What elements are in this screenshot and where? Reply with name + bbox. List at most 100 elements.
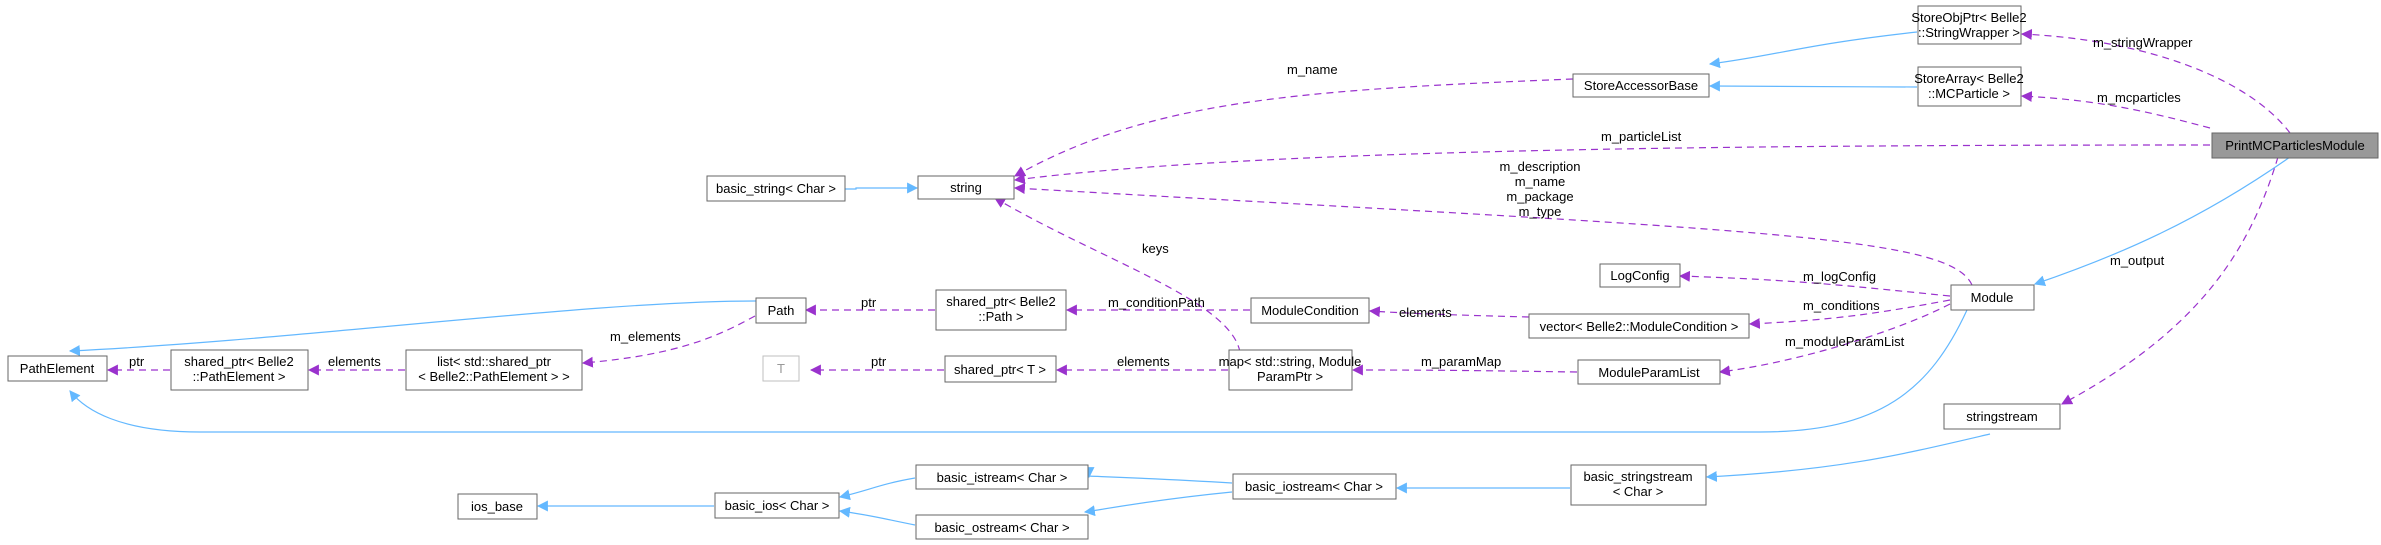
label-line: basic_istream< Char >	[937, 470, 1068, 485]
node-label: basic_istream< Char >	[937, 470, 1068, 485]
node-module[interactable]: Module	[1950, 284, 2035, 311]
label-m-stringWrapper: m_stringWrapper	[2093, 35, 2193, 50]
node-print-mcparticles-module[interactable]: PrintMCParticlesModule	[2211, 132, 2379, 159]
node-module-condition[interactable]: ModuleCondition	[1250, 297, 1370, 324]
label-line: Module	[1971, 290, 2014, 305]
label-line: list< std::shared_ptr	[437, 354, 551, 369]
nodes: PrintMCParticlesModule StoreObjPtr< Bell…	[7, 5, 2379, 540]
node-basic-istream[interactable]: basic_istream< Char >	[915, 464, 1089, 490]
node-label: string	[950, 180, 982, 195]
node-string[interactable]: string	[917, 175, 1015, 200]
node-label: StoreAccessorBase	[1584, 78, 1698, 93]
label-m-mcparticles: m_mcparticles	[2097, 90, 2181, 105]
node-shared-ptr-T[interactable]: shared_ptr< T >	[944, 355, 1057, 383]
node-label: list< std::shared_ptr< Belle2::PathEleme…	[418, 354, 569, 384]
label-line: m_name	[1515, 174, 1566, 189]
node-label: stringstream	[1966, 409, 2038, 424]
edge-m-elements	[581, 315, 756, 368]
node-label: vector< Belle2::ModuleCondition >	[1540, 319, 1739, 334]
edge-m-name	[1014, 78, 1574, 177]
label-line: stringstream	[1966, 409, 2038, 424]
node-T[interactable]: T	[762, 355, 800, 382]
node-label: shared_ptr< Belle2::Path >	[946, 294, 1056, 324]
node-basic-ios[interactable]: basic_ios< Char >	[714, 492, 840, 519]
node-path[interactable]: Path	[755, 297, 807, 324]
node-basic-string[interactable]: basic_string< Char >	[706, 175, 846, 202]
label-line: shared_ptr< Belle2	[184, 354, 294, 369]
label-elements-cond: elements	[1399, 305, 1452, 320]
node-shared-ptr-pathelement[interactable]: shared_ptr< Belle2::PathElement >	[170, 349, 309, 391]
node-list-shared-ptr[interactable]: list< std::shared_ptr< Belle2::PathEleme…	[405, 349, 583, 391]
edge-m-particleList	[1013, 144, 2211, 185]
edge-basic-string-to-string	[845, 182, 919, 194]
label-line: ModuleParamList	[1598, 365, 1700, 380]
label-line: ios_base	[471, 499, 523, 514]
label-line: basic_stringstream	[1583, 469, 1692, 484]
node-storeaccessorbase[interactable]: StoreAccessorBase	[1572, 73, 1710, 98]
label-m-paramMap: m_paramMap	[1421, 354, 1501, 369]
label-line: basic_ostream< Char >	[934, 520, 1069, 535]
node-vector-modulecondition[interactable]: vector< Belle2::ModuleCondition >	[1528, 313, 1750, 339]
label-line: StoreAccessorBase	[1584, 78, 1698, 93]
node-storearray[interactable]: StoreArray< Belle2::MCParticle >	[1914, 66, 2024, 107]
edge-path-to-pathelement	[68, 300, 761, 357]
node-ios-base[interactable]: ios_base	[457, 493, 538, 520]
node-basic-stringstream[interactable]: basic_stringstream< Char >	[1570, 464, 1707, 506]
node-basic-ostream[interactable]: basic_ostream< Char >	[915, 514, 1089, 540]
label-ptr-path: ptr	[861, 295, 877, 310]
node-basic-iostream[interactable]: basic_iostream< Char >	[1232, 473, 1397, 500]
edge-storearray-to-storeaccessor	[1708, 80, 1918, 92]
label-ptr-pathelement: ptr	[129, 354, 145, 369]
edge-elements-cond	[1368, 306, 1530, 318]
label-line: Path	[768, 303, 795, 318]
label-line: ::PathElement >	[193, 369, 286, 384]
node-label: PrintMCParticlesModule	[2225, 138, 2364, 153]
edge-m-paramMap	[1351, 364, 1578, 376]
edge-ostream-to-ios	[838, 506, 916, 526]
label-line: PathElement	[20, 361, 95, 376]
label-line: vector< Belle2::ModuleCondition >	[1540, 319, 1739, 334]
node-storeobjptr[interactable]: StoreObjPtr< Belle2::StringWrapper >	[1911, 5, 2027, 45]
label-line: PrintMCParticlesModule	[2225, 138, 2364, 153]
label-line: T	[777, 361, 785, 376]
edge-module-members	[1013, 183, 1973, 286]
node-label: ModuleParamList	[1598, 365, 1700, 380]
edge-m-moduleParamList	[1718, 303, 1951, 377]
label-m-particleList: m_particleList	[1601, 129, 1682, 144]
node-module-param-list[interactable]: ModuleParamList	[1577, 359, 1721, 385]
label-m-logConfig: m_logConfig	[1803, 269, 1876, 284]
edge-iostream-to-ostream	[1083, 491, 1233, 517]
node-label: basic_string< Char >	[716, 181, 836, 196]
node-pathelement[interactable]: PathElement	[7, 355, 108, 382]
node-stringstream[interactable]: stringstream	[1943, 403, 2061, 430]
edge-m-output	[2061, 156, 2279, 405]
node-logconfig[interactable]: LogConfig	[1599, 263, 1681, 288]
edge-m-conditions	[1748, 299, 1951, 329]
label-m-output: m_output	[2110, 253, 2165, 268]
label-line: map< std::string, Module	[1219, 354, 1362, 369]
node-label: PathElement	[20, 361, 95, 376]
label-line: shared_ptr< Belle2	[946, 294, 1056, 309]
label-line: shared_ptr< T >	[954, 362, 1046, 377]
label-line: StoreArray< Belle2	[1914, 71, 2023, 86]
label-m-elements: m_elements	[610, 329, 681, 344]
node-label: StoreArray< Belle2::MCParticle >	[1914, 71, 2023, 101]
usage-edges	[106, 28, 2291, 405]
edge-istream-to-ios	[838, 477, 916, 501]
edge-module-to-pathelement	[69, 309, 1968, 433]
node-shared-ptr-path[interactable]: shared_ptr< Belle2::Path >	[935, 289, 1067, 331]
label-keys: keys	[1142, 241, 1169, 256]
inheritance-edges	[68, 31, 2291, 526]
label-line: ParamPtr >	[1257, 369, 1323, 384]
label-elements-list: elements	[328, 354, 381, 369]
edge-iostream-to-istream-a	[1083, 467, 1233, 484]
node-label: LogConfig	[1610, 268, 1669, 283]
label-line: m_type	[1519, 204, 1562, 219]
label-m-moduleParamList: m_moduleParamList	[1785, 334, 1905, 349]
label-line: ::StringWrapper >	[1918, 25, 2020, 40]
label-ptr-T: ptr	[871, 354, 887, 369]
node-label: basic_ios< Char >	[725, 498, 830, 513]
